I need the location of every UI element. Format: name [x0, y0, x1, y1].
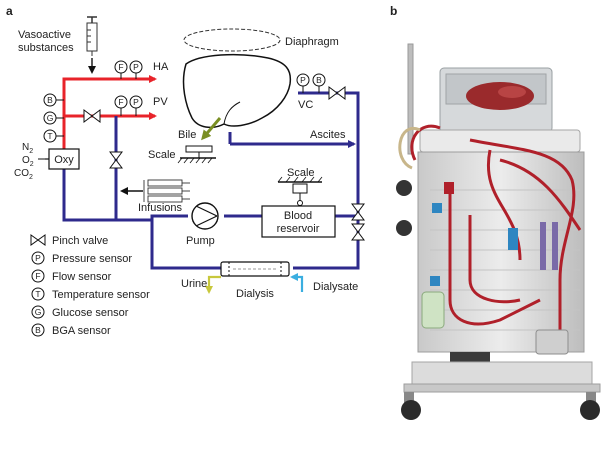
blood-reservoir-label-1: Blood [284, 210, 312, 222]
ascites-label: Ascites [310, 129, 346, 141]
bile-scale-icon [177, 145, 216, 164]
bile-arrow [201, 117, 222, 141]
sensor-flow-pv: F [114, 95, 128, 116]
blood-reservoir-box [261, 205, 336, 238]
panel-b-label: b [390, 4, 397, 18]
infusions-label: Infusions [138, 202, 183, 214]
legend-flow-icon: F [35, 271, 40, 281]
pump-label: Pump [186, 235, 215, 247]
svg-text:F: F [118, 97, 123, 107]
gas-labels: N2 O2 CO2 [14, 142, 45, 181]
legend-item-temperature: Temperature sensor [52, 289, 150, 301]
sensor-pressure-pv: P [129, 95, 143, 116]
bile-scale-label: Scale [148, 149, 176, 161]
svg-text:B: B [47, 95, 53, 105]
bile-label: Bile [178, 129, 196, 141]
legend-glucose-icon: G [35, 307, 42, 317]
legend-item-pinch-valve: Pinch valve [52, 235, 108, 247]
legend-bga-icon: B [35, 325, 41, 335]
svg-text:CO2: CO2 [14, 168, 33, 181]
sensor-pressure-vc: P [296, 73, 310, 93]
panel-a-label: a [6, 4, 13, 18]
sensor-bga-vc: B [312, 73, 326, 93]
pinch-valve-vc [328, 86, 346, 100]
svg-text:P: P [133, 97, 139, 107]
sensor-temperature-left: T [43, 129, 64, 143]
oxygenator-label: Oxy [54, 154, 74, 166]
svg-text:P: P [300, 75, 306, 85]
legend-item-flow: Flow sensor [52, 271, 112, 283]
svg-text:P: P [133, 62, 139, 72]
svg-text:G: G [47, 113, 54, 123]
pump-icon [191, 202, 219, 230]
legend-pressure-icon: P [35, 253, 41, 263]
pinch-valve-reservoir-top [351, 203, 365, 221]
sensor-flow-ha: F [114, 60, 128, 79]
pump-to-dialysis [150, 214, 221, 270]
sensor-glucose-left: G [43, 111, 64, 125]
pv-label: PV [153, 96, 168, 108]
oxy-return-line [62, 196, 152, 222]
pinch-valve-reservoir-bottom [351, 223, 365, 241]
svg-text:N2: N2 [22, 142, 33, 155]
vena-cava-line [293, 91, 360, 270]
ha-label: HA [153, 61, 169, 73]
reservoir-scale-icon [277, 176, 323, 206]
dialysate-arrow [290, 273, 304, 292]
legend-item-glucose: Glucose sensor [52, 307, 129, 319]
legend-item-pressure: Pressure sensor [52, 253, 132, 265]
svg-text:F: F [118, 62, 123, 72]
syringe-icon [86, 16, 98, 56]
svg-text:T: T [47, 131, 52, 141]
svg-text:O2: O2 [22, 155, 34, 168]
vc-label: VC [298, 99, 313, 111]
dialysis-label: Dialysis [236, 288, 274, 300]
urine-arrow [205, 275, 221, 294]
dialysate-label: Dialysate [313, 281, 358, 293]
diaphragm-label: Diaphragm [285, 36, 339, 48]
legend-temperature-icon: T [35, 289, 40, 299]
liver-shape [182, 53, 292, 129]
sensor-pressure-ha: P [129, 60, 143, 79]
perfusion-machine-photo [396, 43, 601, 420]
sensor-bga-left: B [43, 93, 64, 107]
blood-reservoir-label-2: reservoir [277, 223, 320, 235]
vasoactive-label-1: Vasoactive [18, 29, 71, 41]
urine-label: Urine [181, 278, 207, 290]
infusion-syringes-icon [143, 179, 190, 203]
pinch-valve-return [109, 151, 123, 169]
reservoir-scale-label: Scale [287, 167, 315, 179]
vasoactive-label-2: substances [18, 42, 74, 54]
legend: Pinch valve P Pressure sensor F Flow sen… [30, 234, 150, 337]
legend-pinch-valve-icon [30, 234, 46, 246]
liver-organ-photo [466, 82, 534, 110]
legend-item-bga: BGA sensor [52, 325, 111, 337]
dialysis-filter-icon [220, 261, 290, 277]
svg-text:B: B [316, 75, 322, 85]
diaphragm-shape [183, 28, 281, 52]
arterial-lines [62, 75, 157, 152]
pinch-valve-pv [83, 109, 101, 123]
wheels [401, 392, 600, 420]
